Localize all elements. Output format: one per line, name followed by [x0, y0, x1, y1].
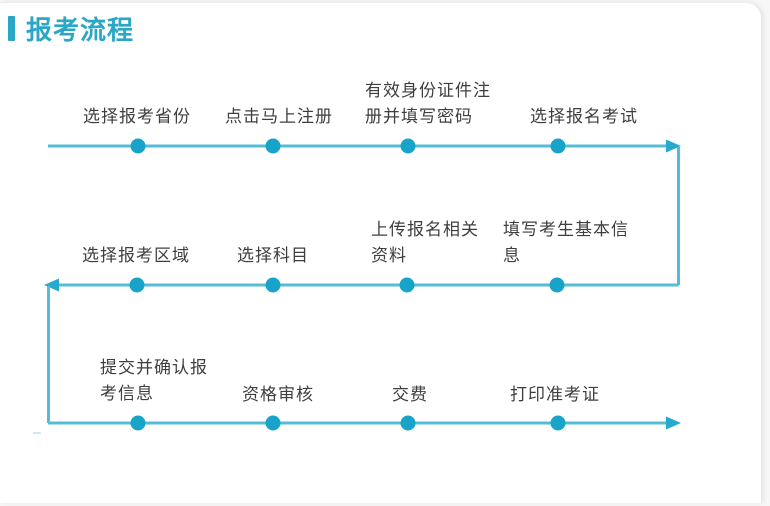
- step-label-select-subject: 选择科目: [237, 246, 309, 265]
- section-title-bar-icon: [8, 16, 15, 41]
- stray-artifact: [33, 432, 41, 434]
- step-dot: [265, 277, 281, 293]
- step-label-upload-materials: 上传报名相关资料: [371, 220, 479, 265]
- step-dot: [550, 138, 566, 154]
- step-label-select-exam: 选择报名考试: [530, 107, 638, 126]
- step-dot: [399, 277, 415, 293]
- step-dot: [265, 415, 281, 431]
- step-label-submit-confirm: 提交并确认报考信息: [100, 358, 208, 403]
- step-dot: [265, 138, 281, 154]
- step-label-pay-fee: 交费: [392, 385, 428, 404]
- arrow-right-icon-row-3: [666, 416, 681, 430]
- step-label-select-province: 选择报考省份: [83, 107, 191, 126]
- flow-diagram: [44, 138, 681, 431]
- arrow-left-icon-row-2: [44, 278, 59, 292]
- content-card: 报考流程 选择报考省份 点击马上注册 有效身份证件注册并填写密码 选择报名: [0, 2, 762, 503]
- step-dot: [130, 415, 146, 431]
- step-dot: [400, 138, 416, 154]
- step-label-print-ticket: 打印准考证: [510, 385, 600, 404]
- step-dot: [549, 277, 565, 293]
- step-dot: [550, 415, 566, 431]
- step-dot: [400, 415, 416, 431]
- section-title: 报考流程: [26, 15, 135, 45]
- section-header: 报考流程: [0, 3, 300, 51]
- step-label-click-register: 点击马上注册: [225, 107, 333, 126]
- step-label-select-region: 选择报考区域: [82, 246, 190, 265]
- step-label-id-register-password: 有效身份证件注册并填写密码: [365, 81, 491, 126]
- step-dot: [129, 277, 145, 293]
- step-label-qualification-review: 资格审核: [242, 385, 314, 404]
- step-dot: [130, 138, 146, 154]
- arrow-right-icon-row-1: [666, 139, 681, 153]
- step-label-fill-basic-info: 填写考生基本信息: [503, 220, 629, 265]
